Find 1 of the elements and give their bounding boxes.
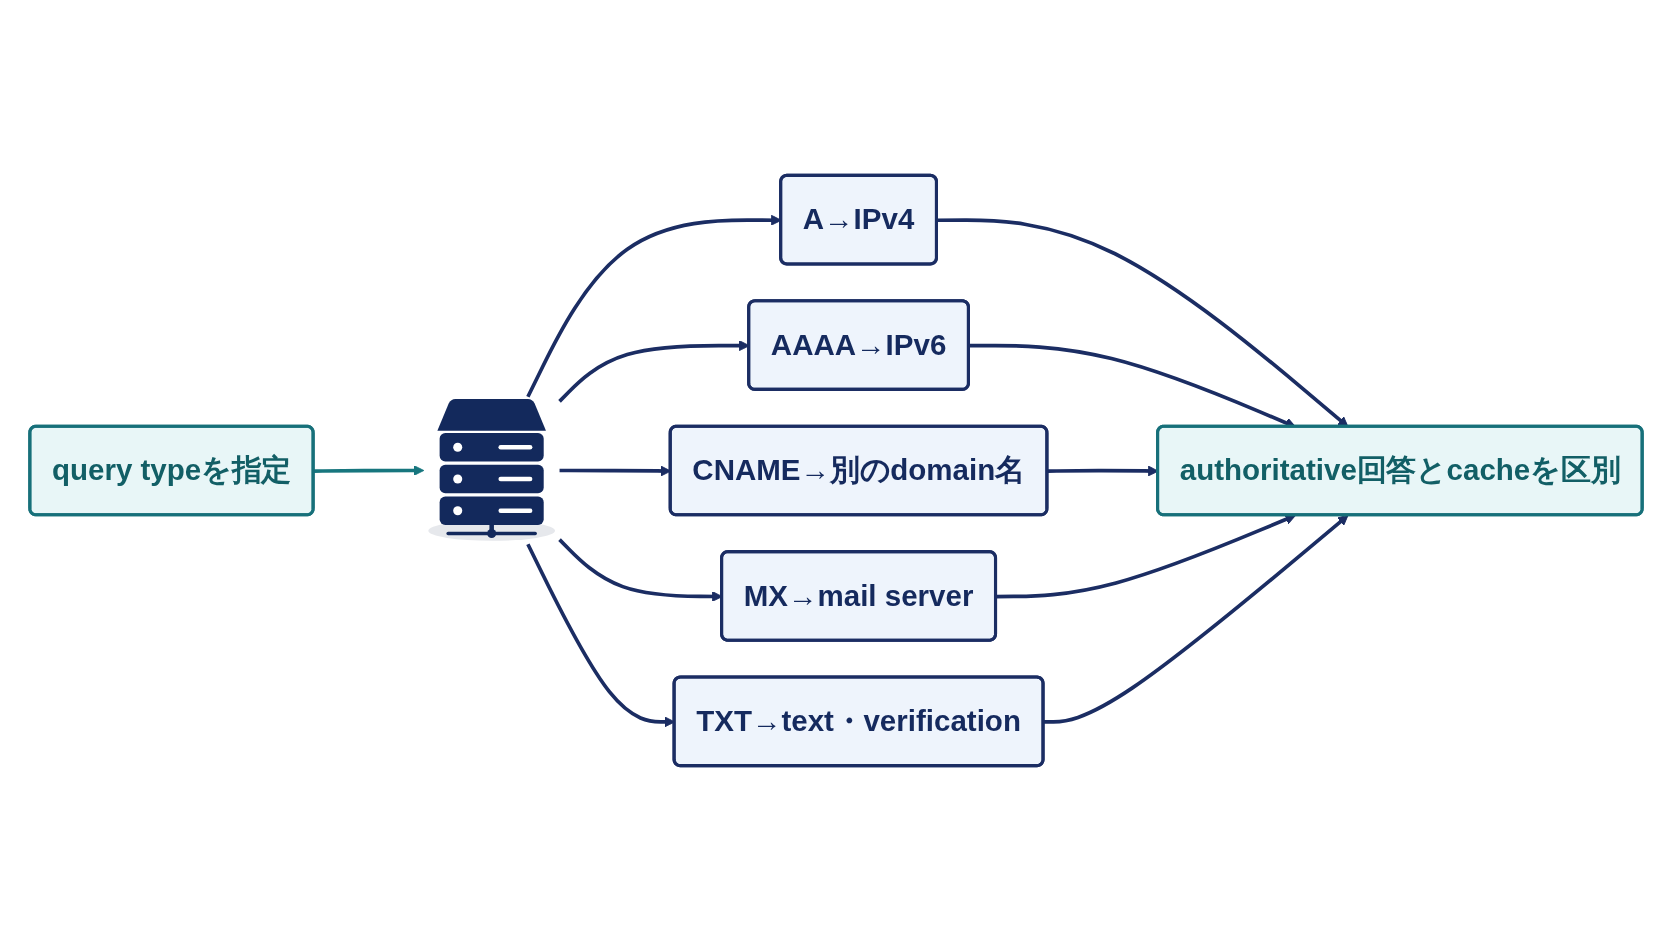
arrow [996, 514, 1296, 599]
